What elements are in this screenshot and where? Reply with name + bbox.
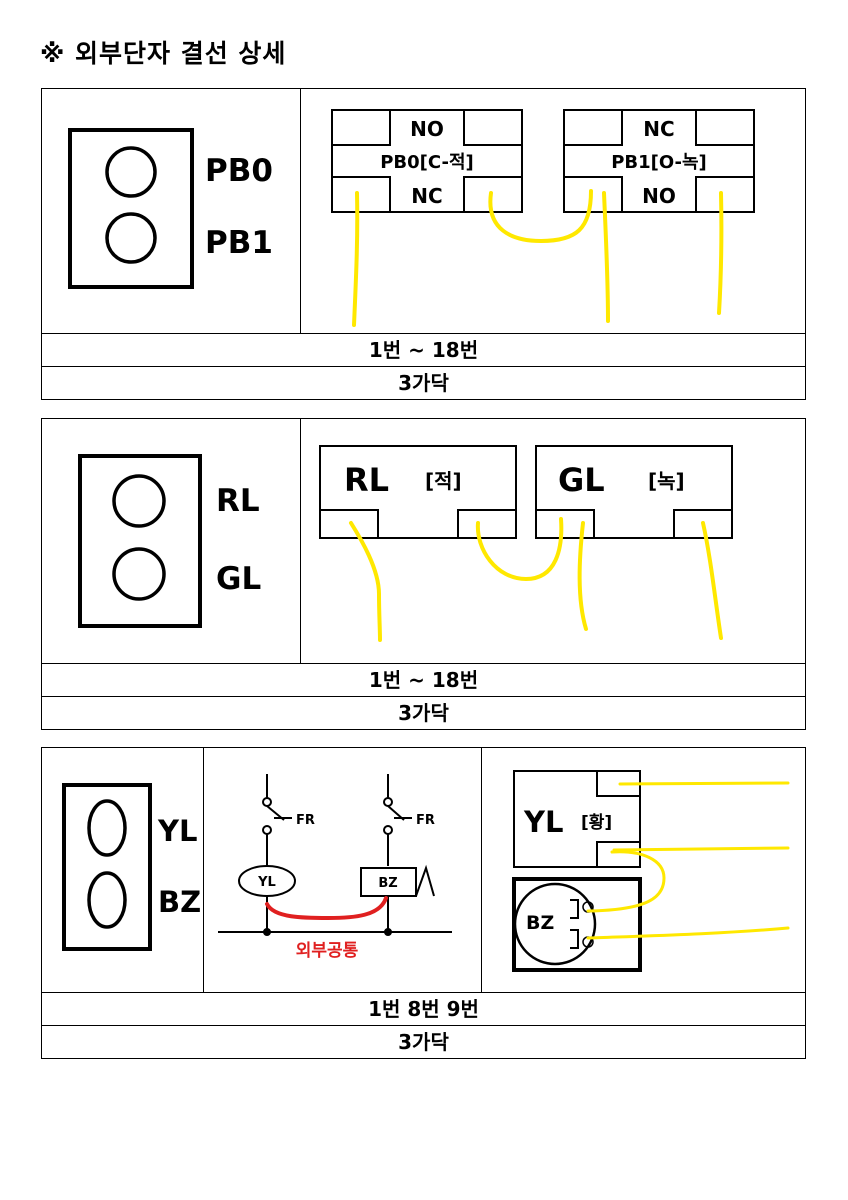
alarm-wire-count: 3가닥 xyxy=(42,1025,805,1058)
lamp-wire-count: 3가닥 xyxy=(42,696,805,729)
common-label: 외부공통 xyxy=(296,941,359,961)
pushbutton-wire-count: 3가닥 xyxy=(42,366,805,399)
fr-contact-right xyxy=(383,774,412,866)
gl-lamp-icon xyxy=(112,547,166,601)
pb0-terminal-block xyxy=(331,109,523,213)
alarm-wires xyxy=(586,781,790,940)
panel-frame xyxy=(78,454,202,628)
lamp-diagram-row: RL GL RL [적] GL [녹] xyxy=(42,419,805,664)
pb1-button-icon xyxy=(105,212,157,264)
yl-terminal-name: YL xyxy=(523,805,563,839)
alarm-wiring: YL [황] BZ xyxy=(481,748,805,992)
bz-terminal-name: BZ xyxy=(526,912,554,934)
common-bus xyxy=(218,896,452,936)
yl-terminal-tag: [황] xyxy=(581,813,612,833)
rl-label: RL xyxy=(216,483,260,519)
lamp-section: RL GL RL [적] GL [녹] xyxy=(41,418,806,730)
alarm-terminal-range: 1번 8번 9번 xyxy=(368,997,479,1021)
bz-terminal-block xyxy=(512,877,642,972)
alarm-section: YL BZ FR xyxy=(41,747,806,1059)
bz-buzzer-icon xyxy=(87,871,127,929)
rl-lamp-icon xyxy=(112,474,166,528)
lamp-wiring: RL [적] GL [녹] xyxy=(300,419,805,663)
alarm-diagram-row: YL BZ FR xyxy=(42,748,805,993)
buzzer-symbol-label: BZ xyxy=(378,876,397,891)
gl-terminal-tag: [녹] xyxy=(648,469,685,493)
fr-contact-left xyxy=(262,774,292,866)
pushbutton-diagram-row: PB0 PB1 NO PB0[C-적] NC xyxy=(42,89,805,334)
lamp-symbol-label: YL xyxy=(257,875,276,890)
pb0-top-contact: NO xyxy=(410,117,444,141)
rl-terminal-tag: [적] xyxy=(425,469,462,493)
relay-label-right: FR xyxy=(416,813,435,828)
lamp-terminal-range: 1번 ~ 18번 xyxy=(368,668,479,692)
rl-terminal-name: RL xyxy=(344,461,389,499)
page-title: ※ 외부단자 결선 상세 xyxy=(40,39,287,68)
alarm-panel: YL BZ xyxy=(42,748,203,992)
rl-terminal-block xyxy=(319,445,517,539)
panel-frame xyxy=(68,128,194,289)
pushbutton-panel: PB0 PB1 xyxy=(42,89,300,333)
pb1-terminal-block xyxy=(563,109,755,213)
yl-lamp-icon xyxy=(87,799,127,857)
pb0-label: PB0 xyxy=(205,153,273,189)
pushbutton-terminal-range: 1번 ~ 18번 xyxy=(368,338,479,362)
pb1-bottom-contact: NO xyxy=(642,184,676,208)
pb0-terminal-label: PB0[C-적] xyxy=(380,152,474,173)
pb0-button-icon xyxy=(105,146,157,198)
common-connection-line xyxy=(265,896,388,921)
panel-frame xyxy=(62,783,152,951)
pushbutton-wiring: NO PB0[C-적] NC NC PB1[O-녹] NO xyxy=(300,89,805,333)
relay-label-left: FR xyxy=(296,813,315,828)
alarm-schematic: FR FR YL BZ xyxy=(203,748,482,992)
gl-label: GL xyxy=(216,561,261,597)
lamp-panel: RL GL xyxy=(42,419,300,663)
pushbutton-wires xyxy=(352,189,724,327)
yl-label: YL xyxy=(157,814,197,848)
pb1-top-contact: NC xyxy=(643,117,674,141)
pushbutton-section: PB0 PB1 NO PB0[C-적] NC xyxy=(41,88,806,400)
pb1-label: PB1 xyxy=(205,225,273,261)
bz-label: BZ xyxy=(158,885,201,919)
pb0-bottom-contact: NC xyxy=(411,184,442,208)
lamp-wires xyxy=(349,517,723,642)
pb1-terminal-label: PB1[O-녹] xyxy=(611,152,707,173)
gl-terminal-block xyxy=(535,445,733,539)
buzzer-horn-icon xyxy=(415,864,435,897)
gl-terminal-name: GL xyxy=(558,461,605,499)
